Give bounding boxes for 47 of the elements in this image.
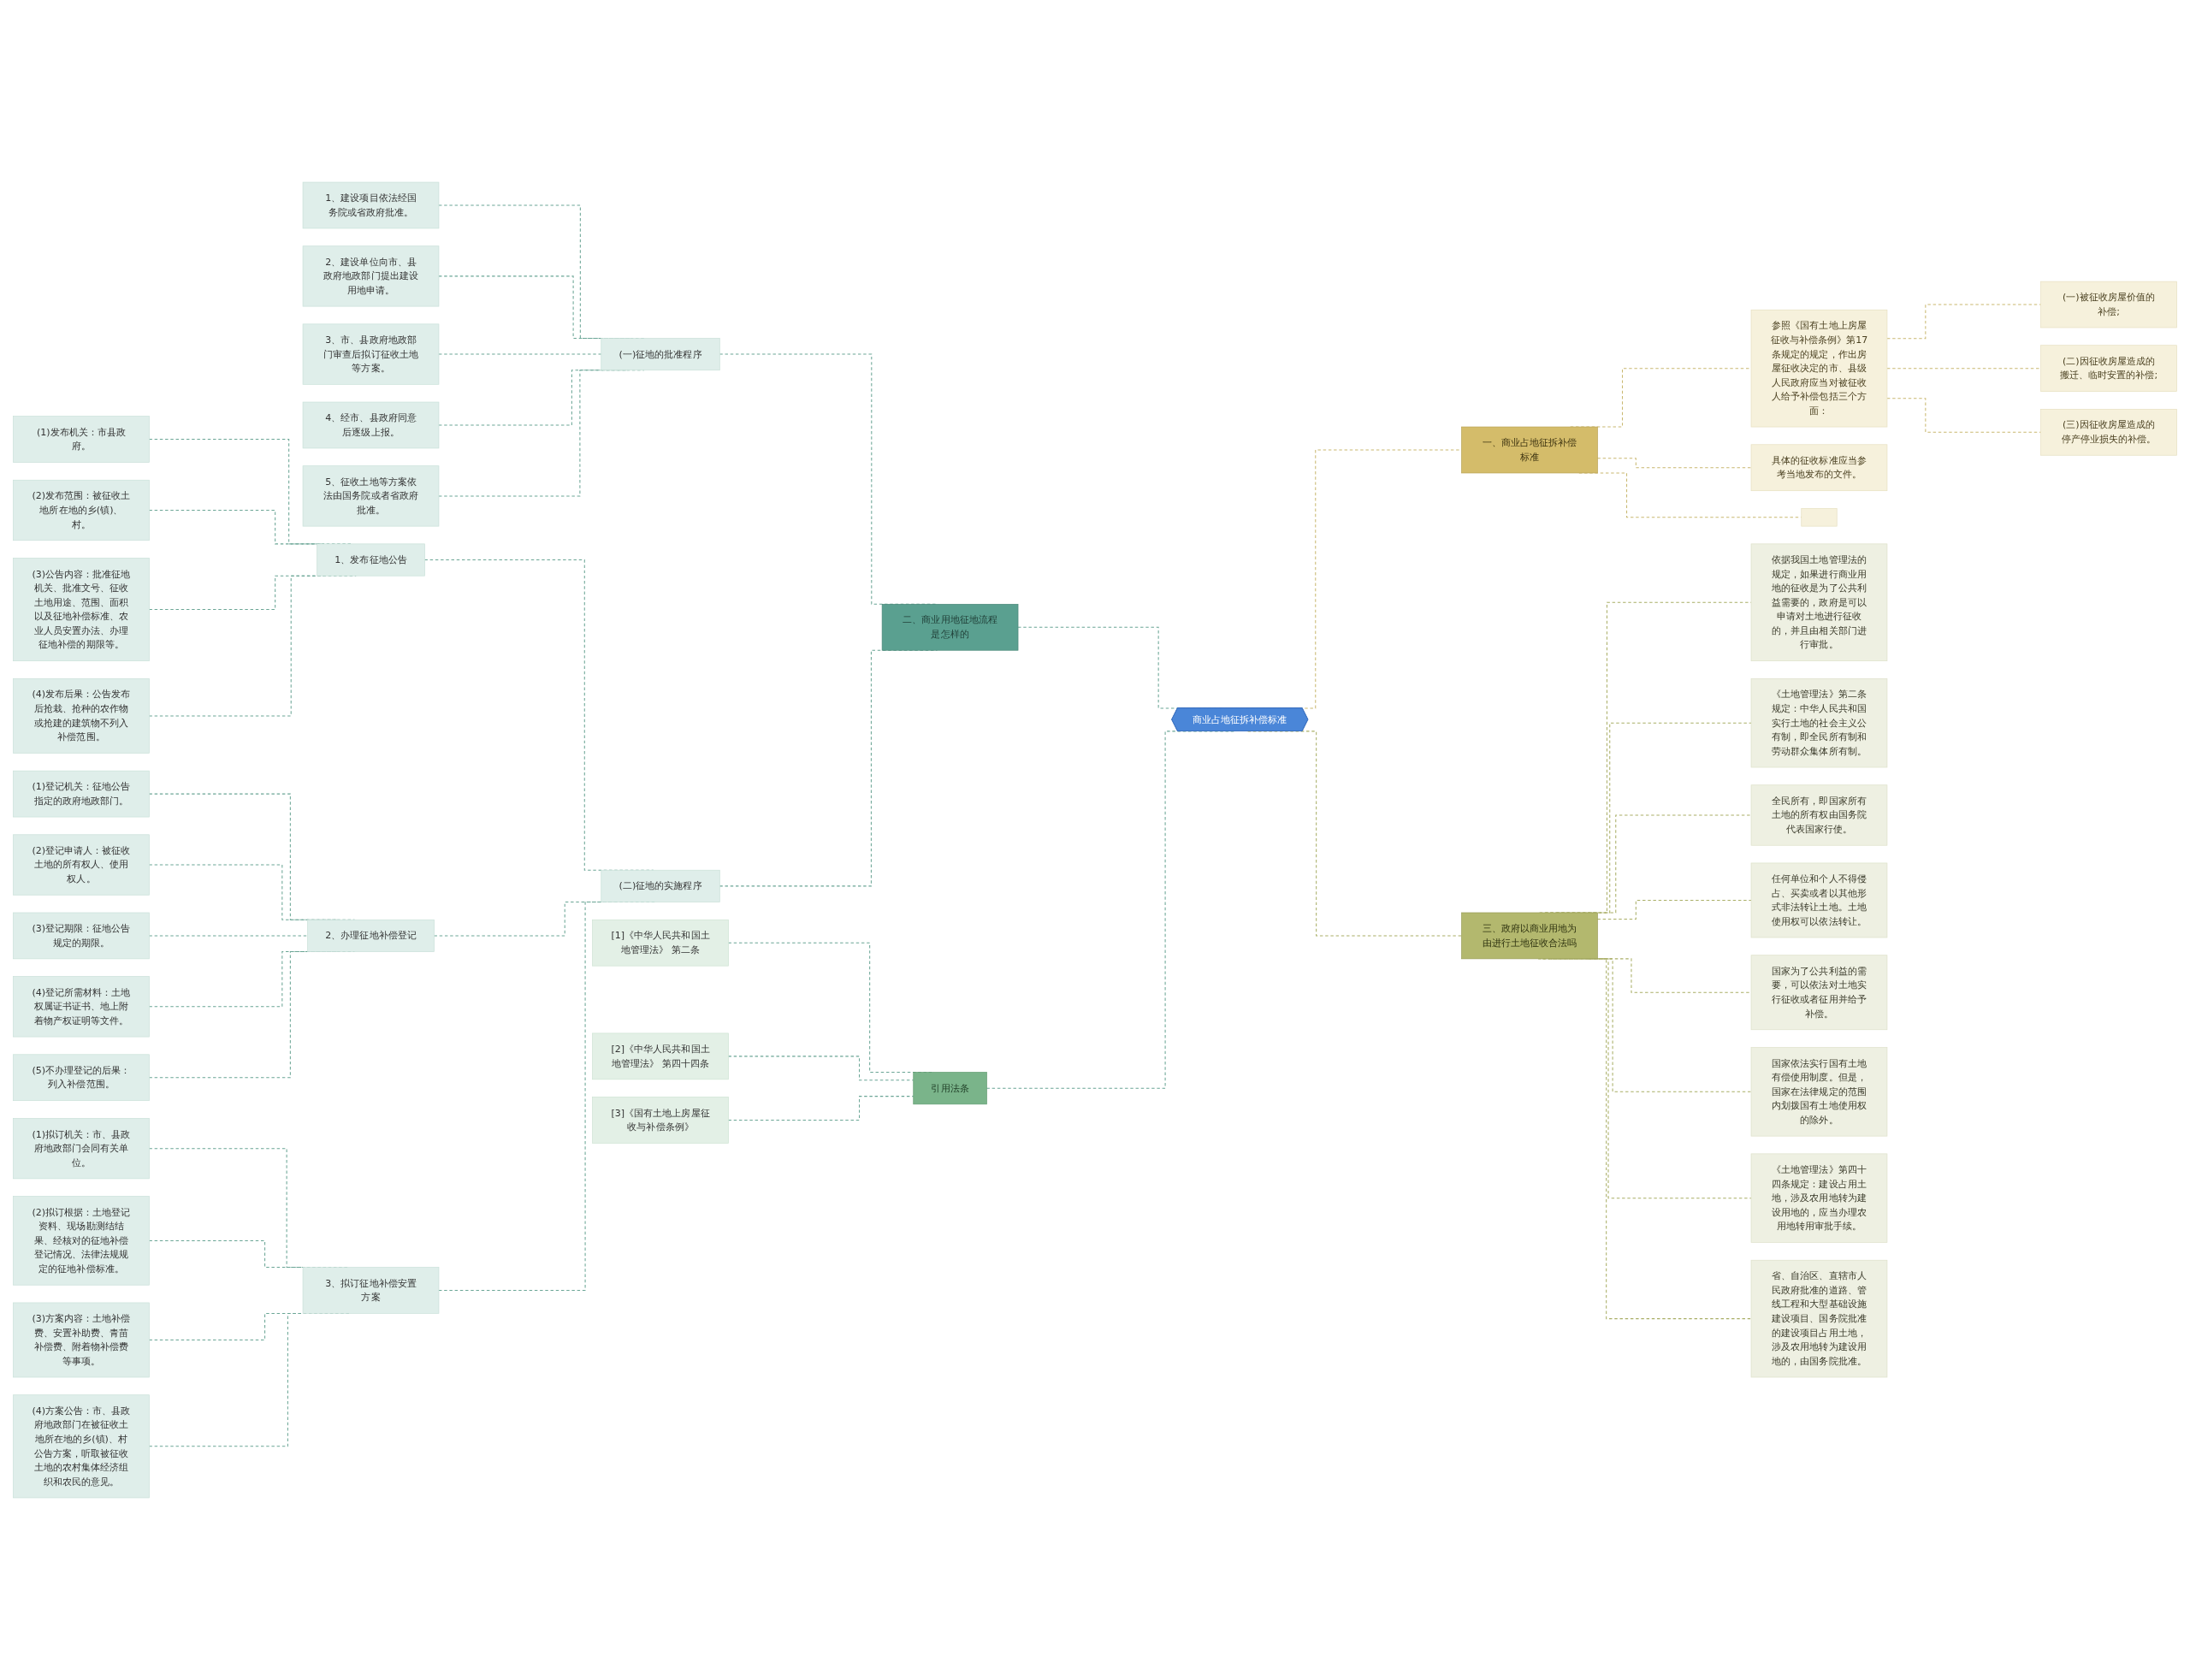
node-box: 国家为了公共利益的需要，可以依法对土地实行征收或者征用并给予补偿。 xyxy=(1750,955,1888,1031)
node-box: [1]《中华人民共和国土地管理法》 第二条 xyxy=(592,919,729,967)
node-box: (3)公告内容：批准征地机关、批准文号、征收土地用途、范围、面积以及征地补偿标准、农业人员安置办法、办理征地补偿的期限等。 xyxy=(13,558,150,661)
node-box: [3]《国有土地上房屋征收与补偿条例》 xyxy=(592,1097,729,1144)
node-box: (4)方案公告：市、县政府地政部门在被征收土地所在地的乡(镇)、村公告方案，听取被征收土地的农村集体经济组织和农民的意见。 xyxy=(13,1394,150,1499)
node-box: 依据我国土地管理法的规定，如果进行商业用地的征收是为了公共利益需要的，政府是可以申请对土地进行征收的，并且由相关部门进行审批。 xyxy=(1750,543,1888,661)
node-box: 一、商业占地征拆补偿标准 xyxy=(1461,426,1598,474)
node-box: 1、发布征地公告 xyxy=(317,543,425,577)
node-box: (一)被征收房屋价值的补偿; xyxy=(2040,281,2177,328)
node-box: (二)征地的实施程序 xyxy=(601,869,720,902)
node-box: 国家依法实行国有土地有偿使用制度。但是，国家在法律规定的范围内划拨国有土地使用权的除外。 xyxy=(1750,1047,1888,1137)
node-box: [2]《中华人民共和国土地管理法》 第四十四条 xyxy=(592,1032,729,1080)
node-box: (2)登记申请人：被征收土地的所有权人、使用权人。 xyxy=(13,834,150,896)
node-box xyxy=(1801,508,1838,527)
node-box: 3、拟订征地补偿安置方案 xyxy=(302,1267,440,1314)
connector xyxy=(1596,899,1752,920)
node-box: (1)拟订机关：市、县政府地政部门会同有关单位。 xyxy=(13,1118,150,1180)
node-box: (1)发布机关：市县政府。 xyxy=(13,416,150,463)
node-box: (一)征地的批准程序 xyxy=(601,338,720,371)
node-box: 省、自治区、直辖市人民政府批准的道路、管线工程和大型基础设施建设项目、国务院批准的建设项目占用土地，涉及农用地转为建设用地的，由国务院批准。 xyxy=(1750,1259,1888,1378)
node-box: 1、建设项目依法经国务院或省政府批准。 xyxy=(302,181,440,229)
node-box: (三)因征收房屋造成的停产停业损失的补偿。 xyxy=(2040,409,2177,456)
node-box: (4)发布后果：公告发布后抢栽、抢种的农作物或抢建的建筑物不列入补偿范围。 xyxy=(13,678,150,754)
connector xyxy=(148,935,309,937)
connector xyxy=(1596,458,1752,469)
node-box: 二、商业用地征地流程是怎样的 xyxy=(881,604,1019,651)
node-box: 3、市、县政府地政部门审查后拟订征收土地等方案。 xyxy=(302,323,440,385)
node-box: (5)不办理登记的后果：列入补偿范围。 xyxy=(13,1054,150,1102)
node-box: (1)登记机关：征地公告指定的政府地政部门。 xyxy=(13,770,150,818)
node-box: 4、经市、县政府同意后逐级上报。 xyxy=(302,401,440,449)
node-box: 引用法条 xyxy=(913,1072,987,1105)
node-box: 参照《国有土地上房屋征收与补偿条例》第17条规定的规定，作出房屋征收决定的市、县级人民政府应当对被征收人给予补偿包括三个方面： xyxy=(1750,309,1888,428)
node-box: 具体的征收标准应当参考当地发布的文件。 xyxy=(1750,444,1888,492)
node-box: (4)登记所需材料：土地权属证书证书、地上附着物产权证明等文件。 xyxy=(13,976,150,1038)
node-box: (3)登记期限：征地公告规定的期限。 xyxy=(13,912,150,960)
node-box: (2)发布范围：被征收土地所在地的乡(镇)、村。 xyxy=(13,479,150,541)
node-box: 2、办理征地补偿登记 xyxy=(307,919,435,952)
node-box: 2、建设单位向市、县政府地政部门提出建设用地申请。 xyxy=(302,245,440,307)
node-box: 《土地管理法》第二条规定：中华人民共和国实行土地的社会主义公有制，即全民所有制和劳动群众集体所有制。 xyxy=(1750,678,1888,768)
node-box: 全民所有，即国家所有土地的所有权由国务院代表国家行使。 xyxy=(1750,784,1888,846)
node-box: 三、政府以商业用地为由进行土地征收合法吗 xyxy=(1461,912,1598,960)
node-box: (2)拟订根据：土地登记资料、现场勘测结结果、经核对的征地补偿登记情况、法律法规规定的征地补偿标准。 xyxy=(13,1196,150,1286)
node-box: (二)因征收房屋造成的搬迁、临时安置的补偿; xyxy=(2040,345,2177,392)
node-box: 《土地管理法》第四十四条规定：建设占用土地，涉及农用地转为建设用地的，应当办理农用地转用审批手续。 xyxy=(1750,1153,1888,1243)
node-box: (3)方案内容：土地补偿费、安置补助费、青苗补偿费、附着物补偿费等事项。 xyxy=(13,1302,150,1378)
node-box: 任何单位和个人不得侵占、买卖或者以其他形式非法转让土地。土地使用权可以依法转让。 xyxy=(1750,862,1888,938)
node-box: 5、征收土地等方案依法由国务院或者省政府批准。 xyxy=(302,465,440,527)
